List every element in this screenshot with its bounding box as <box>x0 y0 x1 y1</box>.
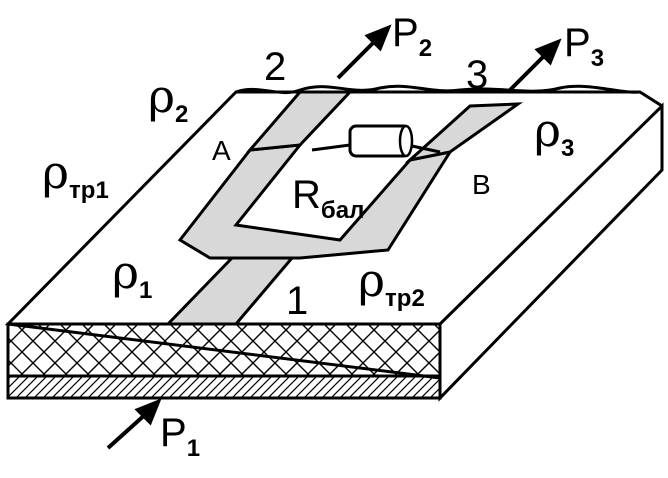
point-a-label: A <box>212 135 231 166</box>
microstrip-conductors <box>164 90 524 326</box>
rho-tr1-label: ρтр1 <box>42 145 109 204</box>
arm-number-1: 1 <box>286 279 308 323</box>
port-p3-label: P3 <box>564 21 604 72</box>
output-strip-arm-3 <box>404 102 524 163</box>
rho2-label: ρ2 <box>148 69 188 128</box>
arrow-p1 <box>106 398 162 450</box>
rho-tr2-label: ρтр2 <box>358 253 425 312</box>
resistor-label: Rбал <box>292 173 364 224</box>
arrow-p2 <box>336 24 392 80</box>
port-p1-label: P1 <box>160 411 200 462</box>
rho1-label: ρ1 <box>112 245 152 304</box>
substrate-torn-edge <box>235 84 641 95</box>
rho3-label: ρ3 <box>534 103 574 162</box>
arm-number-2: 2 <box>264 45 286 89</box>
balance-resistor <box>311 124 441 158</box>
arm-number-3: 3 <box>466 53 488 97</box>
arrow-p3 <box>508 38 562 92</box>
port-p2-label: P2 <box>392 11 432 62</box>
ground-plane-layer <box>6 374 442 400</box>
output-strip-arm-2 <box>246 90 354 152</box>
point-b-label: B <box>472 169 491 200</box>
substrate-dielectric-layer <box>6 322 442 378</box>
